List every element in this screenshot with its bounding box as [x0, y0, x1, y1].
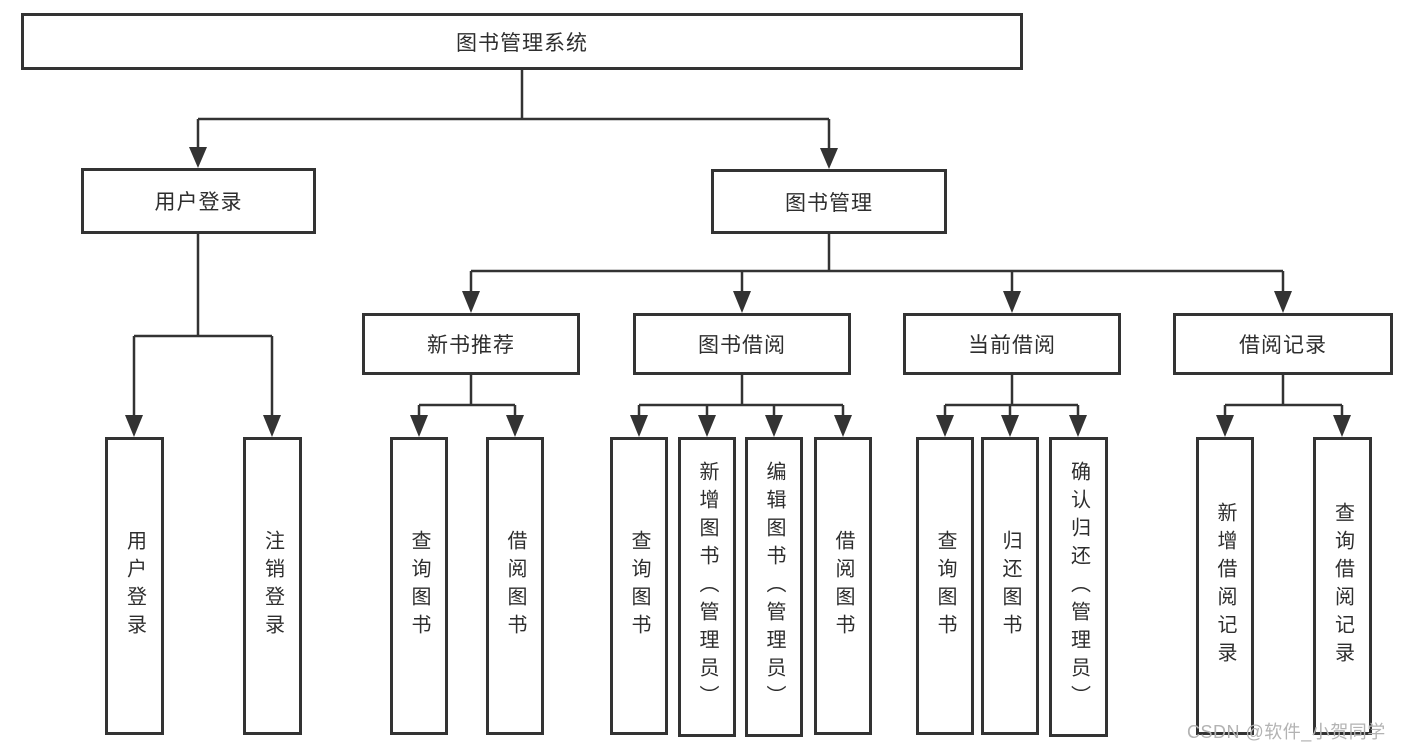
arrowhead — [1216, 415, 1351, 437]
leaf-cb-return-books: 归还图书 — [981, 437, 1039, 735]
edges-root-to-level2 — [189, 70, 838, 169]
leaf-rec-borrow-books: 借阅图书 — [486, 437, 544, 735]
node-user-login-label: 用户登录 — [154, 191, 243, 214]
leaf-user-login-label: 用户登录 — [123, 530, 146, 642]
node-root-label: 图书管理系统 — [456, 31, 588, 55]
node-book-mgmt-label: 图书管理 — [785, 191, 873, 215]
arrowhead — [189, 147, 838, 169]
leaf-bb-add-books: 新增图书（管理员） — [678, 437, 736, 737]
leaf-logout-label: 注销登录 — [261, 530, 284, 642]
leaf-cb-return-books-label: 归还图书 — [999, 530, 1021, 642]
edges-new-book-rec-to-leaves — [410, 375, 524, 437]
node-current-borrow: 当前借阅 — [903, 313, 1121, 375]
leaf-bb-query-books-label: 查询图书 — [628, 530, 650, 642]
leaf-br-add-record-label: 新增借阅记录 — [1214, 502, 1236, 670]
csdn-watermark: CSDN @软件_小贺同学 — [1187, 722, 1386, 742]
node-book-mgmt: 图书管理 — [711, 169, 947, 234]
node-book-borrow: 图书借阅 — [633, 313, 851, 375]
leaf-bb-borrow-books-label: 借阅图书 — [832, 530, 854, 642]
edges-borrow-records-to-leaves — [1216, 375, 1351, 437]
leaf-user-login: 用户登录 — [105, 437, 164, 735]
node-new-book-rec-label: 新书推荐 — [427, 334, 515, 357]
leaf-rec-query-books-label: 查询图书 — [408, 530, 430, 642]
leaf-bb-borrow-books: 借阅图书 — [814, 437, 872, 735]
edge-line — [943, 375, 1080, 416]
edge-line — [132, 234, 274, 416]
arrowhead — [125, 415, 281, 437]
edges-user-login-to-leaves — [125, 234, 281, 437]
edges-book-mgmt-to-level3 — [462, 234, 1292, 313]
leaf-logout: 注销登录 — [243, 437, 302, 735]
edge-line — [1223, 375, 1344, 416]
leaf-bb-add-books-label: 新增图书（管理员） — [696, 461, 718, 713]
node-current-borrow-label: 当前借阅 — [968, 334, 1056, 357]
leaf-br-query-record: 查询借阅记录 — [1313, 437, 1372, 735]
node-book-borrow-label: 图书借阅 — [698, 334, 786, 357]
leaf-cb-query-books-label: 查询图书 — [934, 530, 956, 642]
leaf-cb-confirm-return: 确认归还（管理员） — [1049, 437, 1108, 737]
node-user-login: 用户登录 — [81, 168, 316, 234]
leaf-cb-query-books: 查询图书 — [916, 437, 974, 735]
edge-line — [469, 234, 1285, 292]
leaf-rec-borrow-books-label: 借阅图书 — [504, 530, 526, 642]
leaf-rec-query-books: 查询图书 — [390, 437, 448, 735]
arrowhead — [462, 291, 1292, 313]
leaf-br-query-record-label: 查询借阅记录 — [1331, 502, 1354, 670]
leaf-br-add-record: 新增借阅记录 — [1196, 437, 1254, 735]
arrowhead — [630, 415, 852, 437]
node-root: 图书管理系统 — [21, 13, 1023, 70]
arrowhead — [410, 415, 524, 437]
leaf-cb-confirm-return-label: 确认归还（管理员） — [1067, 461, 1090, 713]
leaf-bb-query-books: 查询图书 — [610, 437, 668, 735]
edge-line — [196, 70, 831, 148]
node-borrow-records-label: 借阅记录 — [1239, 334, 1327, 357]
leaf-bb-edit-books-label: 编辑图书（管理员） — [763, 461, 785, 713]
edge-line — [417, 375, 517, 416]
leaf-bb-edit-books: 编辑图书（管理员） — [745, 437, 803, 737]
node-new-book-rec: 新书推荐 — [362, 313, 580, 375]
arrowhead — [936, 415, 1087, 437]
node-borrow-records: 借阅记录 — [1173, 313, 1393, 375]
edge-line — [637, 375, 845, 416]
edges-current-borrow-to-leaves — [936, 375, 1087, 437]
edges-book-borrow-to-leaves — [630, 375, 852, 437]
